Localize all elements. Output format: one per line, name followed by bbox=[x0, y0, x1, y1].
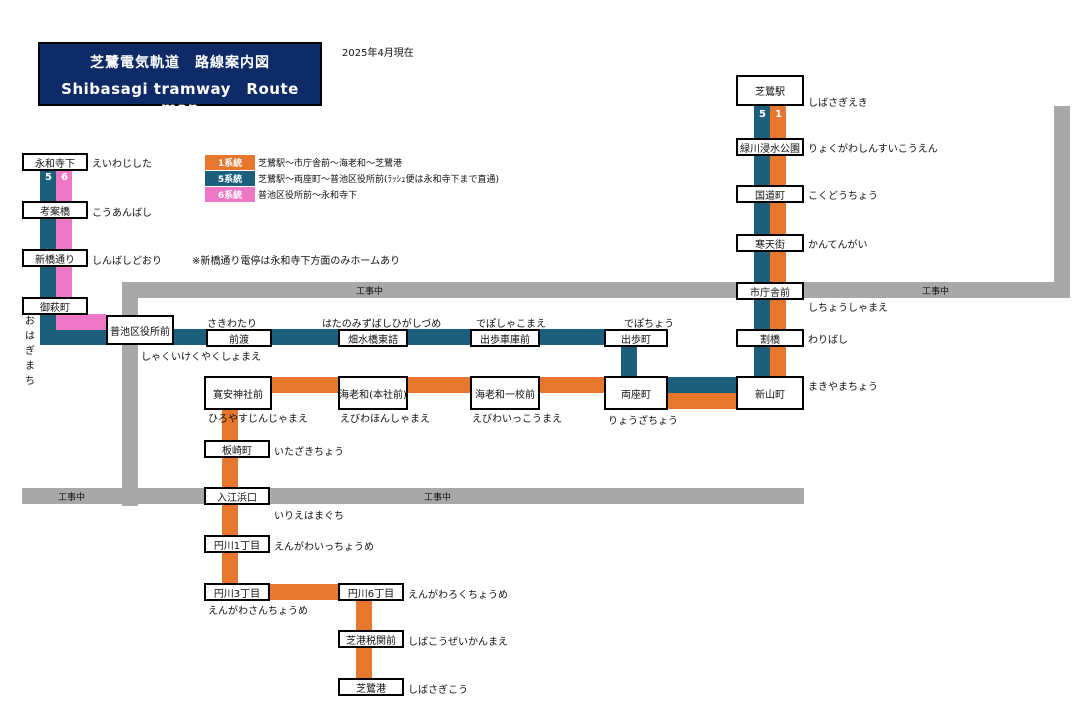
map-title-box: 芝鷺電気軌道 路線案内図 Shibasagi tramway Route map bbox=[38, 42, 322, 117]
legend-badge-route-1: 1系統 bbox=[205, 155, 255, 170]
station-reading: でぽちょう bbox=[624, 319, 674, 330]
station-kokudo[interactable]: 国道町 bbox=[736, 185, 804, 203]
route-5-line-ryoza bbox=[668, 377, 740, 393]
legend-badge-route-5: 5系統 bbox=[205, 171, 255, 186]
station-enkawa-1[interactable]: 円川1丁目 bbox=[204, 535, 270, 553]
route-6-number: 6 bbox=[61, 172, 68, 183]
route-1-line-ebiwa bbox=[250, 377, 630, 393]
station-kanan[interactable]: 寛安神社前 bbox=[204, 376, 272, 410]
station-hatami[interactable]: 畑水橋東詰 bbox=[338, 329, 408, 347]
route-6-line-eiwaji bbox=[56, 168, 72, 316]
station-reading: しばこうぜいかんまえ bbox=[408, 637, 508, 648]
station-reading: いりえはまぐち bbox=[274, 511, 344, 522]
station-shibasagi-ko[interactable]: 芝鷺港 bbox=[338, 678, 404, 696]
route-5-line-dehocho bbox=[621, 338, 637, 380]
station-ryokusen[interactable]: 緑川浸水公園 bbox=[736, 138, 804, 156]
station-reading: りょくがわしんすいこうえん bbox=[808, 144, 938, 155]
station-warihashi[interactable]: 割橋 bbox=[736, 329, 804, 347]
station-reading: えんがわさんちょうめ bbox=[208, 606, 308, 617]
map-title-japanese: 芝鷺電気軌道 路線案内図 bbox=[90, 55, 270, 71]
station-ryoza[interactable]: 両座町 bbox=[604, 376, 668, 410]
station-reading: こうあんばし bbox=[92, 208, 152, 219]
station-reading: えんがわろくちょうめ bbox=[408, 590, 508, 601]
station-reading: でぽしゃこまえ bbox=[476, 319, 546, 330]
station-irie[interactable]: 入江浜口 bbox=[204, 487, 270, 505]
station-enkawa-3[interactable]: 円川3丁目 bbox=[204, 583, 270, 601]
shinbashi-note: ※新橋通り電停は永和寺下方面のみホームあり bbox=[192, 256, 401, 267]
station-reading: えびわいっこうまえ bbox=[472, 414, 562, 425]
station-ebiwa-ikko[interactable]: 海老和一校前 bbox=[470, 376, 540, 410]
station-shibasagi-eki[interactable]: 芝鷺駅 bbox=[736, 75, 804, 106]
route-6-line-fuchi bbox=[56, 314, 106, 330]
station-enkawa-6[interactable]: 円川6丁目 bbox=[338, 583, 404, 601]
station-shinbashi[interactable]: 新橋通り bbox=[22, 249, 88, 267]
construction-line-right-vertical bbox=[1054, 106, 1070, 298]
station-koan[interactable]: 考案橋 bbox=[22, 201, 88, 219]
station-shinyama[interactable]: 新山町 bbox=[736, 376, 804, 410]
construction-line-upper bbox=[122, 282, 1070, 298]
station-reading: えんがわいっちょうめ bbox=[274, 542, 374, 553]
station-reading: まきやまちょう bbox=[808, 382, 878, 393]
station-zeikan[interactable]: 芝港税関前 bbox=[338, 630, 404, 648]
construction-label: 工事中 bbox=[424, 493, 452, 503]
legend-badge-route-6: 6系統 bbox=[205, 187, 255, 202]
station-fuchi[interactable]: 普池区役所前 bbox=[106, 315, 174, 345]
legend-text-route-6: 普池区役所前～永和寺下 bbox=[258, 191, 358, 201]
construction-label: 工事中 bbox=[922, 287, 950, 297]
station-reading: こくどうちょう bbox=[808, 191, 878, 202]
construction-line-lower bbox=[22, 488, 804, 504]
route-5-number: 5 bbox=[759, 109, 766, 120]
station-gohagi[interactable]: 御萩町 bbox=[22, 297, 88, 315]
station-reading: りょうざちょう bbox=[608, 416, 678, 427]
station-maewatari[interactable]: 前渡 bbox=[206, 329, 272, 347]
station-reading: しばさぎこう bbox=[408, 685, 468, 696]
station-dehosha[interactable]: 出歩車庫前 bbox=[470, 329, 540, 347]
route-1-number: 1 bbox=[775, 109, 782, 120]
station-reading: いたざきちょう bbox=[274, 447, 344, 458]
as-of-date: 2025年4月現在 bbox=[342, 48, 414, 59]
station-reading: えいわじした bbox=[92, 159, 152, 170]
map-title-english: Shibasagi tramway Route map bbox=[61, 80, 299, 117]
station-reading: おはぎまち bbox=[25, 316, 35, 387]
station-eiwaji[interactable]: 永和寺下 bbox=[22, 153, 88, 171]
legend-text-route-5: 芝鷺駅～両座町～普池区役所前(ﾗｯｼｭ便は永和寺下まで直通) bbox=[258, 175, 500, 185]
station-kanten[interactable]: 寒天街 bbox=[736, 234, 804, 252]
station-reading: しちょうしゃまえ bbox=[808, 303, 888, 314]
station-reading: さきわたり bbox=[207, 319, 257, 330]
construction-label: 工事中 bbox=[356, 287, 384, 297]
station-reading: わりばし bbox=[808, 335, 848, 346]
gohagi-reading: おはぎまち bbox=[24, 314, 36, 389]
station-itazaki[interactable]: 板崎町 bbox=[204, 440, 270, 458]
station-reading: ひろやすじんじゃまえ bbox=[208, 414, 308, 425]
route-1-line-ryoza bbox=[668, 393, 740, 409]
construction-label: 工事中 bbox=[58, 493, 86, 503]
station-reading: かんてんがい bbox=[808, 240, 868, 251]
station-ebiwa-honsha[interactable]: 海老和(本社前) bbox=[338, 376, 408, 410]
station-dehocho[interactable]: 出歩町 bbox=[604, 329, 668, 347]
station-shichosha[interactable]: 市庁舎前 bbox=[736, 282, 804, 300]
station-reading: しゃくいけくやくしょまえ bbox=[141, 352, 261, 363]
station-reading: しんばしどおり bbox=[92, 256, 162, 267]
station-reading: しばさぎえき bbox=[808, 98, 868, 109]
route-5-number: 5 bbox=[45, 172, 52, 183]
station-reading: はたのみずばしひがしづめ bbox=[322, 319, 442, 330]
legend-text-route-1: 芝鷺駅～市庁舎前～海老和～芝鷺港 bbox=[258, 159, 403, 169]
station-reading: えびわほんしゃまえ bbox=[340, 414, 430, 425]
